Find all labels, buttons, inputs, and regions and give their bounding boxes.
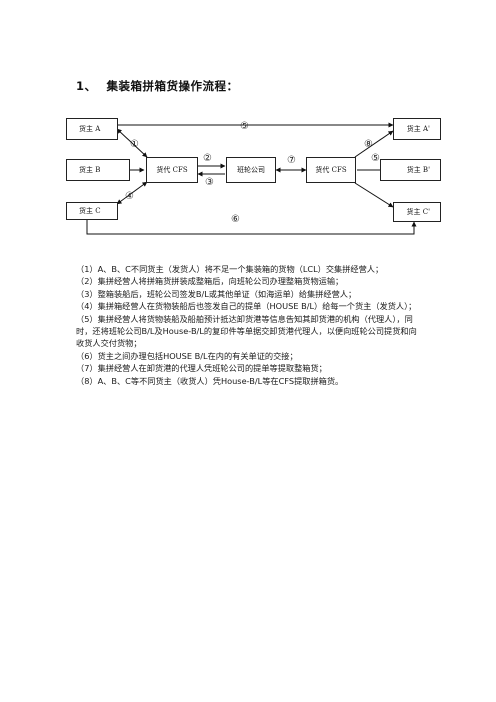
- node-shipper-a: 货主 A: [66, 118, 118, 140]
- step-mark-4: ④: [125, 191, 134, 202]
- node-label: 货主 B: [79, 166, 101, 174]
- node-label: 货主 C': [406, 208, 430, 216]
- node-consignee-b: 货主 B': [380, 159, 441, 181]
- step-mark-5: ⑤: [240, 121, 249, 132]
- step-mark-2: ②: [203, 153, 212, 164]
- arrow-c-cfs: [116, 181, 148, 205]
- step-item: （7）集拼经营人在卸货港的代理人凭班轮公司的提单等提取整箱货；: [76, 363, 327, 374]
- step-item: （3）整箱装船后，班轮公司签发B/L或其他单证（如海运单）给集拼经营人；: [76, 288, 357, 299]
- arrow-cfs-c2: [354, 182, 394, 208]
- step-mark-3: ③: [205, 177, 214, 188]
- step-item: （6）货主之间办理包括HOUSE B/L在内的有关单证的交接；: [76, 350, 298, 361]
- step-item: （5）集拼经营人将货物装船及船舶预计抵达卸货港等信息告知其卸货港的机构（代理人）…: [76, 313, 417, 349]
- node-shipper-b: 货主 B: [66, 159, 130, 181]
- node-label: 货主 A: [79, 125, 101, 133]
- node-shipper-c: 货主 C: [66, 202, 118, 220]
- steps-list: （1）A、B、C不同货主（发货人）将不足一个集装箱的货物（LCL）交集拼经营人；…: [76, 263, 421, 387]
- step-mark-7: ⑦: [287, 155, 296, 166]
- section-heading: 1、集装箱拼箱货操作流程：: [76, 78, 239, 94]
- section-number: 1、: [76, 79, 97, 93]
- node-label: 货代 CFS: [315, 166, 347, 174]
- node-consignee-c: 货主 C': [393, 202, 441, 222]
- section-title: 集装箱拼箱货操作流程：: [106, 79, 239, 93]
- step-item: （1）A、B、C不同货主（发货人）将不足一个集装箱的货物（LCL）交集拼经营人；: [76, 264, 384, 274]
- node-label: 货主 A': [406, 125, 430, 133]
- node-consignee-a: 货主 A': [393, 118, 441, 140]
- node-forwarder-cfs-dest: 货代 CFS: [306, 157, 356, 183]
- lcl-flow-diagram: [86, 122, 417, 235]
- step-mark-6: ⑥: [231, 214, 240, 225]
- step-mark-5b: ⑤: [371, 153, 380, 164]
- node-carrier: 班轮公司: [226, 157, 276, 183]
- node-label: 货主 B': [406, 166, 430, 174]
- step-mark-1: ①: [130, 139, 139, 150]
- node-forwarder-cfs-origin: 货代 CFS: [146, 157, 198, 183]
- step-item: （4）集拼箱经营人在货物装船后也签发自己的提单（HOUSE B/L）给每一个货主…: [76, 301, 417, 312]
- step-item: （8）A、B、C等不同货主（收货人）凭House-B/L等在CFS提取拼箱货。: [76, 375, 344, 386]
- arrow-a-cfs: [116, 128, 148, 158]
- arrow-cfs-a2: [354, 130, 394, 158]
- step-item: （2）集拼经营人将拼箱货拼装成整箱后，向班轮公司办理整箱货物运输；: [76, 276, 344, 287]
- line-c-to-c2: [86, 219, 417, 235]
- node-label: 班轮公司: [237, 166, 265, 174]
- step-mark-8: ⑧: [364, 139, 373, 150]
- node-label: 货代 CFS: [156, 166, 188, 174]
- node-label: 货主 C: [79, 207, 101, 215]
